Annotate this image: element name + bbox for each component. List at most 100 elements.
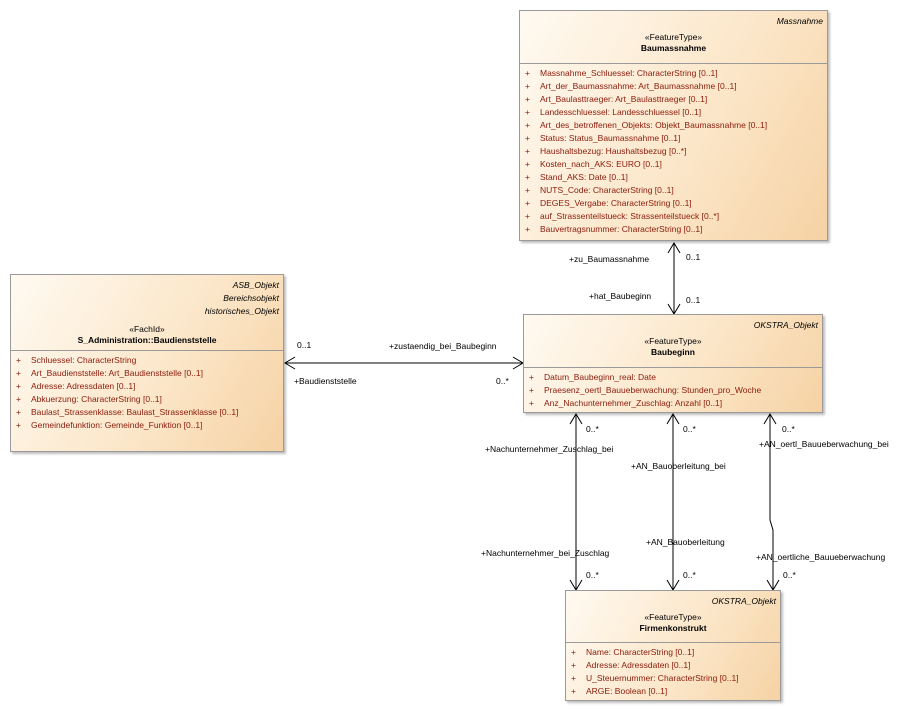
class-firmenkonstrukt[interactable]: OKSTRA_Objekt «FeatureType» Firmenkonstr… [565,590,781,701]
attribute-row: +Baulast_Strassenklasse: Baulast_Strasse… [11,406,283,419]
multiplicity-label: 0..* [782,424,795,434]
attribute-row: +Massnahme_Schluessel: CharacterString [… [520,67,827,80]
attribute-text: ARGE: Boolean [0..1] [586,686,668,696]
class-name: S_Administration::Baudienststelle [77,335,217,345]
class-header: ASB_Objekt Bereichsobjekt historisches_O… [11,275,283,351]
class-baumassnahme[interactable]: Massnahme «FeatureType» Baumassnahme +Ma… [519,10,828,241]
visibility-marker: + [525,146,530,156]
attribute-row: + ARGE: Boolean [0..1] [566,685,780,698]
multiplicity-label: 0..* [683,424,696,434]
attribute-text: Landesschluessel: Landesschluessel [0..1… [540,107,702,117]
arrowhead-bauoberleitung-top [666,413,680,425]
role-an-bauoberleitung-bei: +AN_Bauoberleitung_bei [631,461,726,471]
attribute-text: auf_Strassenteilstueck: Strassenteilstue… [540,211,720,221]
attribute-row: +Gemeindefunktion: Gemeinde_Funktion [0.… [11,419,283,432]
visibility-marker: + [525,211,530,221]
attribute-text: Name: CharacterString [0..1] [586,647,695,657]
parent-class-label: OKSTRA_Objekt [711,596,776,606]
class-header: OKSTRA_Objekt «FeatureType» Baubeginn [524,315,822,368]
attribute-row: +DEGES_Vergabe: CharacterString [0..1] [520,197,827,210]
class-baubeginn[interactable]: OKSTRA_Objekt «FeatureType» Baubeginn +D… [523,314,823,413]
visibility-marker: + [525,133,530,143]
class-baudienststelle[interactable]: ASB_Objekt Bereichsobjekt historisches_O… [10,274,284,452]
assoc-line-bauueberwachung [769,414,774,590]
attribute-text: Praesenz_oertl_Bauueberwachung: Stunden_… [544,385,762,395]
visibility-marker: + [525,172,530,182]
class-header: Massnahme «FeatureType» Baumassnahme [520,11,827,64]
attribute-row: +Art_Baulasttraeger: Art_Baulasttraeger … [520,93,827,106]
visibility-marker: + [525,81,530,91]
visibility-marker: + [16,407,21,417]
attribute-text: Stand_AKS: Date [0..1] [540,172,628,182]
multiplicity-label: 0..1 [686,252,701,262]
attribute-row: +Anz_Nachunternehmer_Zuschlag: Anzahl [0… [524,397,822,410]
stereotype-label: «FeatureType» [644,612,702,622]
parent-class-label: Massnahme [776,16,823,26]
visibility-marker: + [525,198,530,208]
visibility-marker: + [525,224,530,234]
attribute-row: + Schluessel: CharacterString [11,354,283,367]
visibility-marker: + [16,355,21,365]
parent-class-label: OKSTRA_Objekt [753,320,818,330]
attribute-list: + Name: CharacterString [0..1] + Adresse: … [566,643,780,698]
attribute-row: + Kosten_nach_AKS: EURO [0..1] [520,158,827,171]
visibility-marker: + [571,686,576,696]
visibility-marker: + [525,68,530,78]
role-hat-baubeginn: +hat_Baubeginn [589,291,652,301]
attribute-text: Bauvertragsnummer: CharacterString [0..1… [540,224,703,234]
attribute-row: + Adresse: Adressdaten [0..1] [566,659,780,672]
class-name: Baubeginn [651,347,695,357]
class-name: Baumassnahme [640,43,707,53]
parent-class-label: Bereichsobjekt [223,293,279,303]
class-header: OKSTRA_Objekt «FeatureType» Firmenkonstr… [566,591,780,643]
attribute-text: Adresse: Adressdaten [0..1] [586,660,691,670]
attribute-text: Schluessel: CharacterString [31,355,137,365]
role-baudienststelle: +Baudienststelle [294,376,357,386]
attribute-text: Art_der_Baumassnahme: Art_Baumassnahme [… [540,81,737,91]
role-nachunternehmer-bei-zuschlag: +Nachunternehmer_bei_Zuschlag [481,548,610,558]
multiplicity-label: 0..* [683,570,696,580]
attribute-text: Kosten_nach_AKS: EURO [0..1] [540,159,662,169]
attribute-text: Art_Baudienststelle: Art_Baudienststelle… [31,368,203,378]
visibility-marker: + [571,660,576,670]
attribute-row: + Landesschluessel: Landesschluessel [0..… [520,106,827,119]
attribute-row: +Haushaltsbezug: Haushaltsbezug [0..*] [520,145,827,158]
multiplicity-label: 0..* [586,570,599,580]
attribute-row: + Stand_AKS: Date [0..1] [520,171,827,184]
attribute-text: Adresse: Adressdaten [0..1] [31,381,136,391]
visibility-marker: + [525,185,530,195]
attribute-row: +NUTS_Code: CharacterString [0..1] [520,184,827,197]
attribute-row: + Bauvertragsnummer: CharacterString [0..… [520,223,827,236]
multiplicity-label: 0..1 [686,295,701,305]
visibility-marker: + [16,394,21,404]
role-an-oertliche-bauueberwachung: +AN_oertliche_Bauueberwachung [756,552,886,562]
attribute-text: Abkuerzung: CharacterString [0..1] [31,394,162,404]
class-name: Firmenkonstrukt [639,623,707,633]
stereotype-label: «FeatureType» [644,336,702,346]
attribute-row: +Datum_Baubeginn_real: Date [524,371,822,384]
visibility-marker: + [529,385,534,395]
arrowhead-bauueberwachung-top [763,413,777,425]
multiplicity-label: 0..* [496,376,509,386]
visibility-marker: + [525,107,530,117]
parent-class-label: ASB_Objekt [232,280,279,290]
attribute-list: +Massnahme_Schluessel: CharacterString [… [520,64,827,236]
visibility-marker: + [16,381,21,391]
attribute-text: Datum_Baubeginn_real: Date [544,372,656,382]
attribute-row: + Abkuerzung: CharacterString [0..1] [11,393,283,406]
arrowhead-nachunternehmer-top [569,413,583,425]
attribute-text: Art_Baulasttraeger: Art_Baulasttraeger [… [540,94,708,104]
stereotype-label: «FachId» [129,324,165,334]
visibility-marker: + [525,159,530,169]
arrowhead-baumassnahme [667,242,681,254]
attribute-text: Status: Status_Baumassnahme [0..1] [540,133,681,143]
visibility-marker: + [16,420,21,430]
role-nachunternehmer-zuschlag-bei: +Nachunternehmer_Zuschlag_bei [485,444,614,454]
attribute-text: U_Steuernummer: CharacterString [0..1] [586,673,739,683]
stereotype-label: «FeatureType» [644,32,703,42]
attribute-row: + Praesenz_oertl_Bauueberwachung: Stunden… [524,384,822,397]
multiplicity-label: 0..1 [297,340,312,350]
multiplicity-label: 0..* [783,570,796,580]
attribute-list: +Datum_Baubeginn_real: Date + Praesenz_oe… [524,368,822,410]
